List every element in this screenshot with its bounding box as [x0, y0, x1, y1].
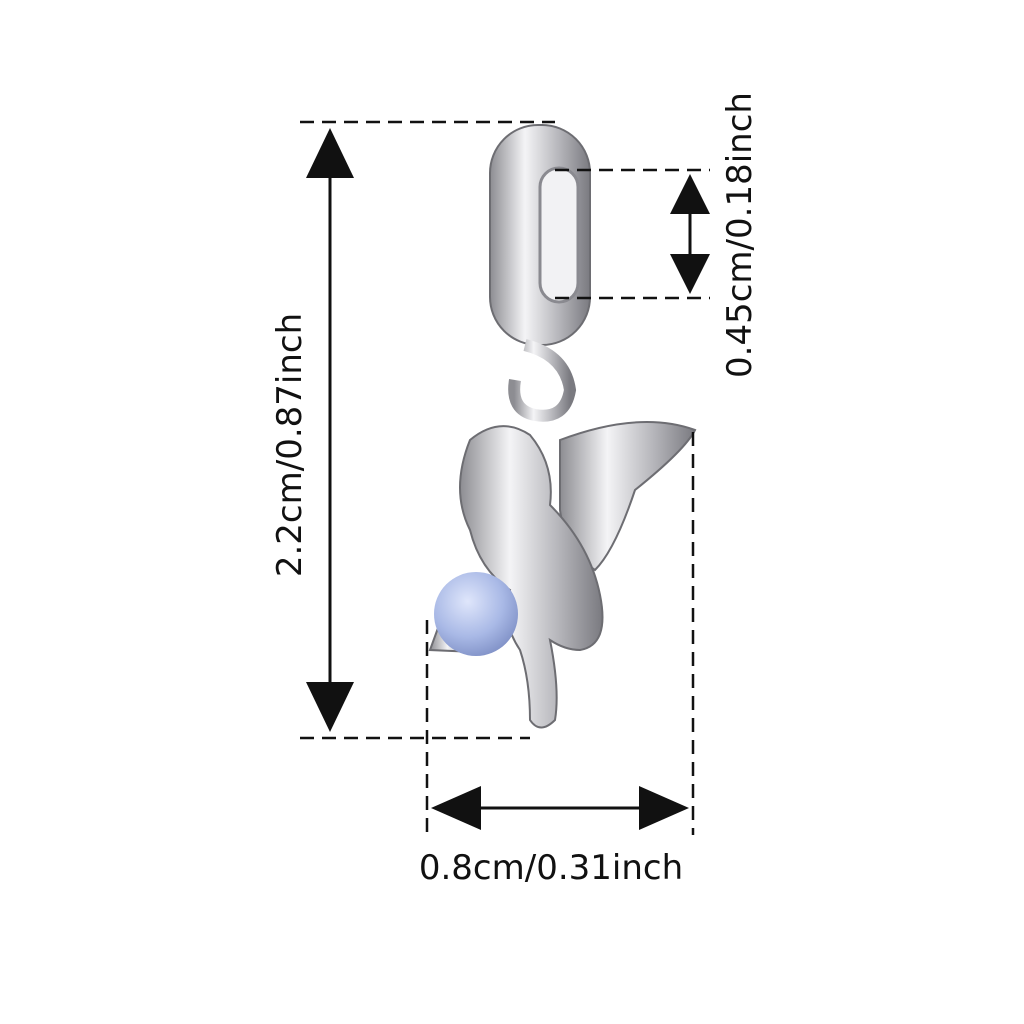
width-label: 0.8cm/0.31inch [418, 848, 684, 888]
hole-dimension [555, 168, 710, 300]
arrow-left-icon [431, 786, 481, 830]
height-label: 2.2cm/0.87inch [270, 312, 310, 578]
bail-hole [538, 166, 580, 304]
arrow-up-icon [670, 174, 710, 214]
charm-image [428, 124, 697, 729]
blue-bead [434, 572, 518, 656]
arrow-right-icon [639, 786, 689, 830]
jump-ring [508, 339, 577, 422]
hole-diameter-label: 0.45cm/0.18inch [720, 92, 760, 378]
arrow-down-icon [306, 682, 354, 732]
height-dimension [300, 120, 555, 740]
arrow-down-icon [670, 254, 710, 294]
arrow-up-icon [306, 128, 354, 178]
width-dimension [425, 432, 695, 835]
